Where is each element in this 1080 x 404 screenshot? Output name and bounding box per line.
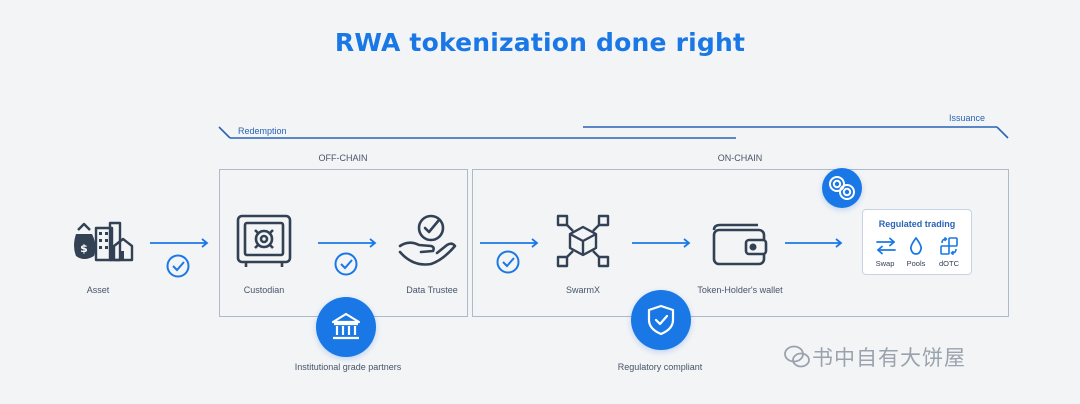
off-chain-label: OFF-CHAIN (318, 153, 368, 163)
arrow-trustee-swarmx (480, 238, 539, 248)
arrow-custodian-trustee (318, 238, 377, 248)
data-trustee-label: Data Trustee (406, 285, 458, 295)
vault-safe-icon (236, 214, 292, 267)
institutional-label: Institutional grade partners (294, 362, 402, 372)
swarmx-label: SwarmX (565, 285, 601, 295)
chat-bubble-icon (784, 345, 810, 368)
swap-label: Swap (875, 259, 895, 268)
custodian-label: Custodian (243, 285, 285, 295)
coins-badge (822, 168, 862, 208)
droplet-icon (909, 237, 923, 255)
diagram-title: RWA tokenization done right (334, 28, 746, 57)
regulatory-badge (631, 290, 691, 350)
dotc-label: dOTC (938, 259, 960, 268)
wallet-label: Token-Holder's wallet (697, 285, 783, 295)
issuance-label: Issuance (949, 113, 986, 123)
check-icon (496, 250, 520, 274)
regulated-trading-card: Regulated trading Swap Pools dOTC (862, 209, 972, 275)
on-chain-box (472, 169, 1009, 317)
hand-check-icon (398, 214, 457, 266)
watermark-text: 书中自有大饼屋 (812, 346, 966, 370)
check-icon (166, 254, 190, 278)
asset-icon: $ (74, 221, 134, 262)
arrow-swarmx-wallet (632, 238, 691, 248)
issuance-line (583, 126, 1009, 139)
svg-text:$: $ (80, 242, 88, 255)
pools-label: Pools (906, 259, 926, 268)
exchange-squares-icon (940, 236, 958, 256)
redemption-label: Redemption (238, 126, 287, 136)
coins-icon (829, 176, 855, 200)
institutional-badge (316, 297, 376, 357)
arrow-asset-custodian (150, 238, 209, 248)
on-chain-label: ON-CHAIN (717, 153, 763, 163)
wallet-icon (712, 223, 768, 266)
swap-arrows-icon (876, 237, 896, 255)
redemption-line (218, 126, 736, 139)
regulatory-label: Regulatory compliant (617, 362, 703, 372)
arrow-wallet-trading (785, 238, 843, 248)
regulated-trading-title: Regulated trading (878, 219, 956, 229)
shield-check-icon (647, 304, 675, 336)
check-icon (334, 252, 358, 276)
blockchain-cube-icon (556, 214, 610, 268)
bank-icon (331, 312, 361, 340)
asset-label: Asset (86, 285, 110, 295)
